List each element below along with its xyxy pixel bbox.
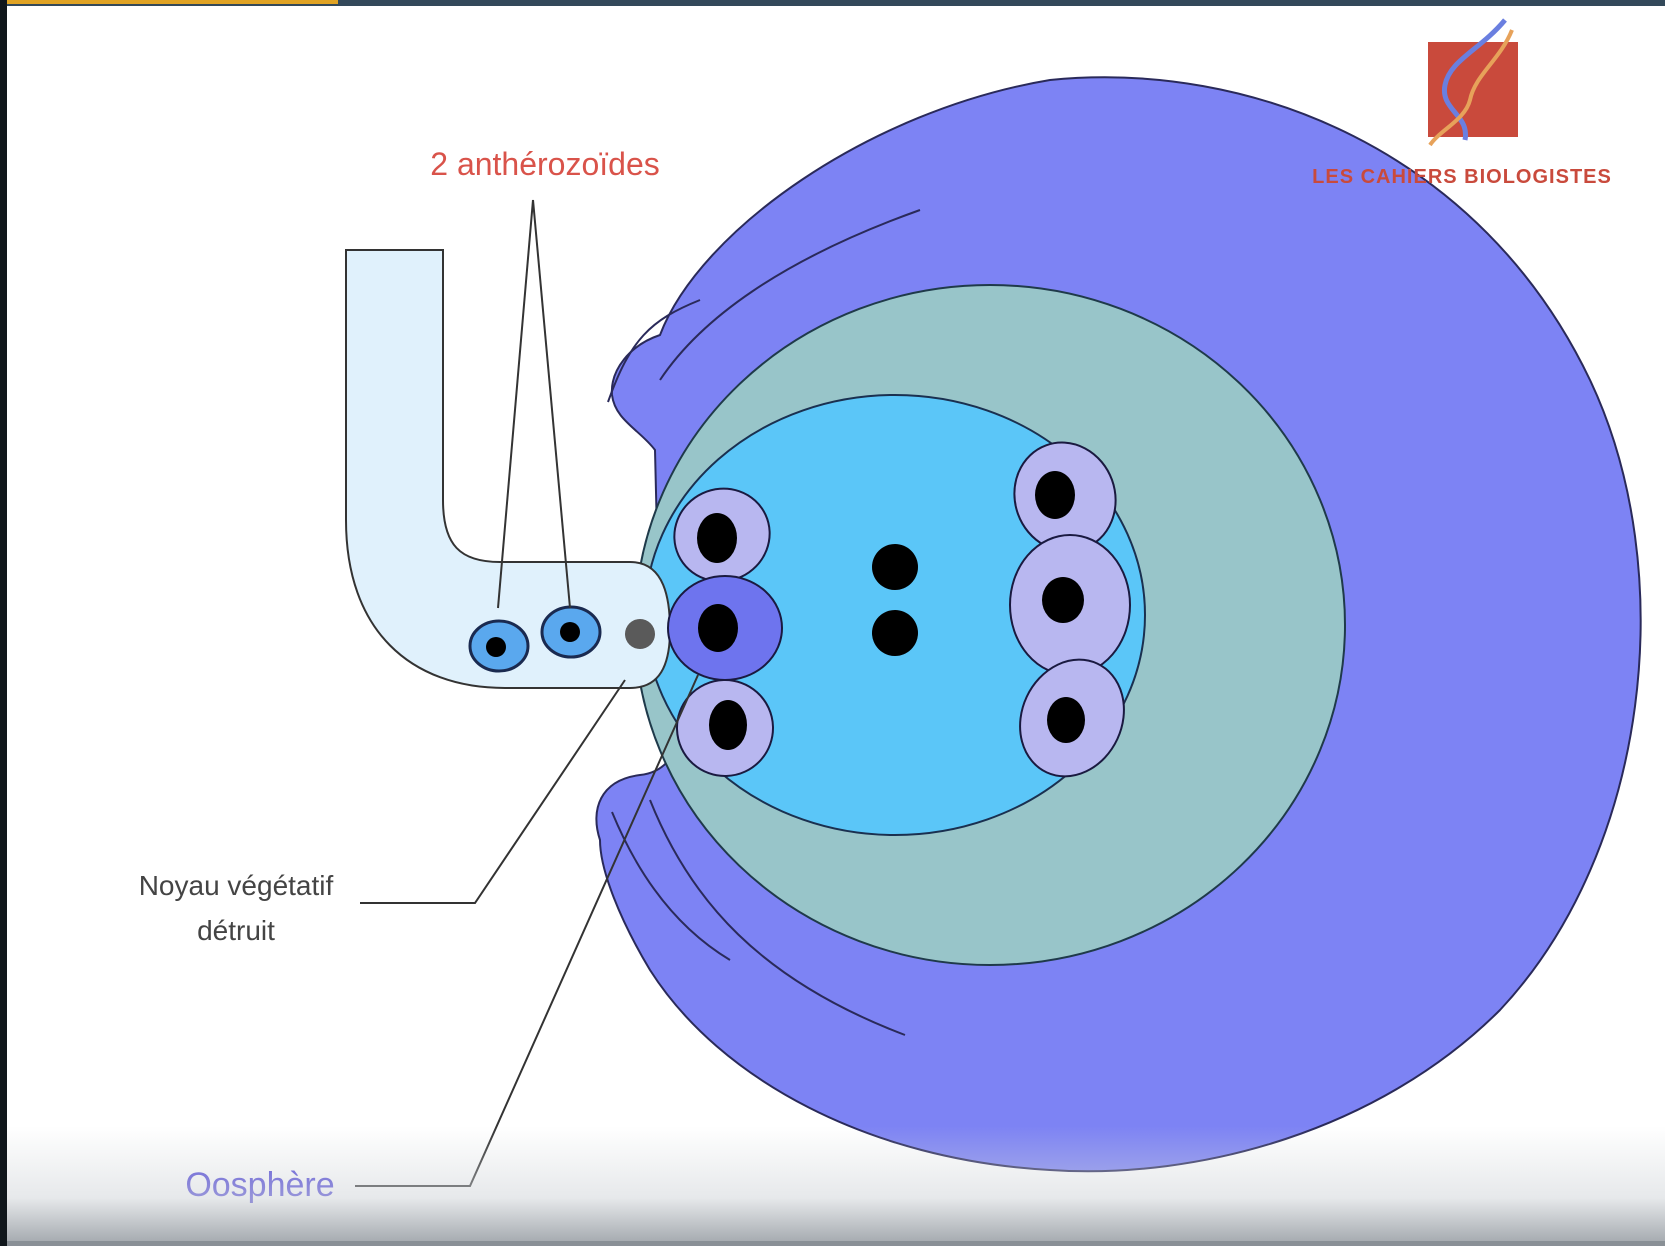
antipodal-middle-nucleus	[1042, 577, 1084, 623]
oosphere-nucleus	[698, 604, 738, 652]
leader-noyau-vegetatif	[360, 680, 625, 903]
antipodal-upper-nucleus	[1035, 471, 1075, 519]
leader-antherozoid-2	[533, 200, 570, 608]
vegetative-nucleus	[625, 619, 655, 649]
logo-text: LES CAHIERS BIOLOGISTES	[1312, 166, 1612, 188]
top-accent-bar	[0, 0, 338, 4]
synergid-upper-nucleus	[697, 513, 737, 563]
polar-nucleus-upper	[872, 544, 918, 590]
antherozoid-1-nucleus	[486, 637, 506, 657]
synergid-lower-nucleus	[709, 700, 747, 750]
diagram-slide: 2 anthérozoïdes Noyau végétatif détruit …	[7, 6, 1665, 1241]
antherozoid-2-nucleus	[560, 622, 580, 642]
leader-antherozoid-1	[498, 200, 533, 608]
label-oosphere: Oosphère	[185, 1166, 334, 1204]
antipodal-lower-nucleus	[1047, 697, 1085, 743]
label-noyau-line2: détruit	[197, 915, 275, 946]
left-edge	[0, 0, 7, 1246]
polar-nucleus-lower	[872, 610, 918, 656]
label-noyau-line1: Noyau végétatif	[139, 870, 334, 901]
double-fertilization-diagram: 2 anthérozoïdes Noyau végétatif détruit …	[7, 6, 1665, 1241]
label-antherozoides: 2 anthérozoïdes	[430, 146, 660, 182]
